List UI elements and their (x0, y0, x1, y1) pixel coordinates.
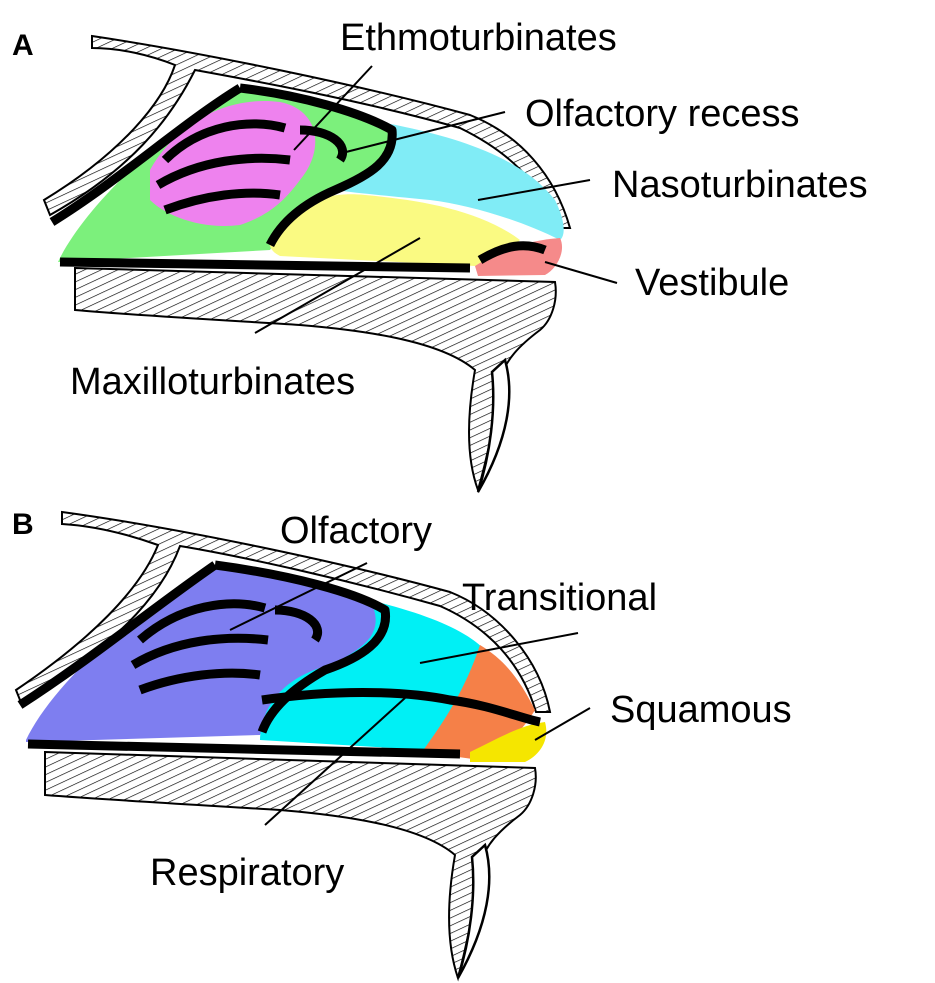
label-respiratory: Respiratory (150, 852, 344, 894)
panel-letter-b: B (12, 508, 34, 541)
panel-letter-a: A (12, 29, 34, 62)
panel-a (44, 36, 570, 492)
label-nasoturbinates: Nasoturbinates (612, 164, 868, 206)
label-olfactory: Olfactory (280, 510, 432, 552)
label-maxilloturbinates: Maxilloturbinates (70, 361, 355, 403)
label-ethmoturbinates: Ethmoturbinates (340, 17, 617, 59)
label-squamous: Squamous (610, 689, 792, 731)
label-vestibule: Vestibule (635, 262, 789, 304)
label-transitional: Transitional (462, 577, 657, 619)
leader-vestibule (545, 262, 617, 283)
label-olfactory-recess: Olfactory recess (525, 93, 800, 135)
